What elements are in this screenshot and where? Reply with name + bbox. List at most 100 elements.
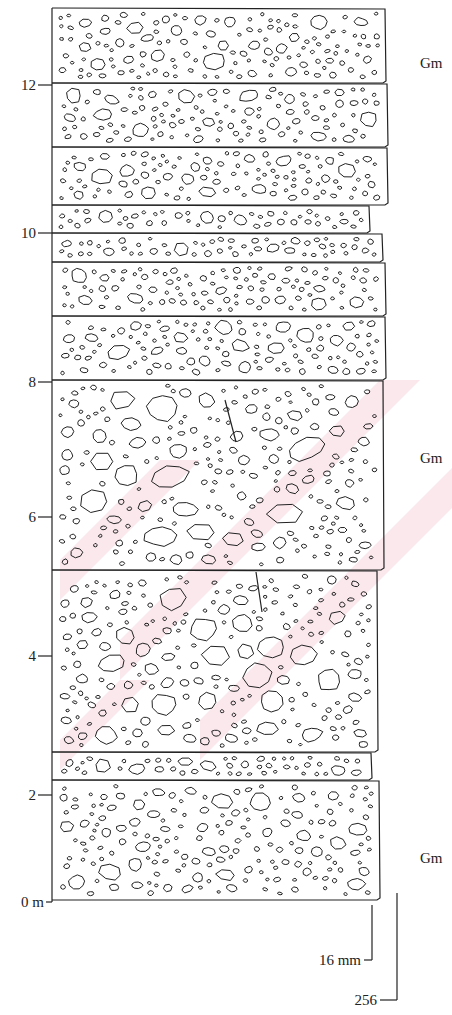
clast <box>339 802 343 805</box>
clast <box>63 787 67 790</box>
clast <box>307 393 311 396</box>
clast <box>292 14 298 17</box>
clast <box>194 136 204 143</box>
clast <box>148 891 154 896</box>
clast <box>341 727 345 730</box>
clast <box>347 663 350 666</box>
clast <box>93 829 96 832</box>
clast <box>331 297 335 300</box>
clast <box>302 544 307 548</box>
clast <box>131 322 142 330</box>
clast <box>68 38 73 42</box>
clast <box>182 864 186 867</box>
clast <box>109 58 113 62</box>
clast <box>336 497 354 510</box>
clast <box>282 362 286 365</box>
clast <box>60 250 65 253</box>
clast <box>252 185 265 194</box>
clast <box>110 851 114 855</box>
clast <box>145 664 158 675</box>
clast <box>153 437 160 444</box>
clasts <box>59 12 380 896</box>
clast <box>130 45 135 48</box>
clast <box>302 574 307 578</box>
clast <box>303 102 308 107</box>
clast <box>205 543 211 548</box>
clast <box>253 224 260 228</box>
clast <box>151 138 155 140</box>
clast <box>188 69 193 73</box>
clast <box>321 516 327 521</box>
clast <box>211 271 215 274</box>
clast <box>232 339 249 351</box>
clast <box>308 620 313 623</box>
clast <box>366 605 371 609</box>
clast <box>314 534 319 537</box>
clast <box>136 643 150 656</box>
clast <box>125 681 134 689</box>
clast <box>349 823 367 835</box>
clast <box>348 68 353 73</box>
clast <box>313 271 318 276</box>
clast <box>367 643 371 646</box>
clast <box>291 708 295 711</box>
clast <box>89 326 94 330</box>
clast <box>73 798 78 801</box>
clast <box>334 51 338 55</box>
clast <box>263 816 267 819</box>
clast <box>216 772 220 775</box>
clast <box>295 279 299 282</box>
clast <box>276 397 281 401</box>
clast <box>180 800 184 803</box>
clast <box>215 591 219 594</box>
clast <box>124 137 131 142</box>
clast <box>264 608 267 611</box>
clast <box>225 17 236 27</box>
clast <box>215 437 220 441</box>
clast <box>259 130 263 134</box>
clast <box>154 872 160 876</box>
clast <box>192 253 196 257</box>
clast <box>338 868 342 873</box>
clast <box>356 53 360 56</box>
clast <box>367 619 370 622</box>
clast <box>199 356 210 366</box>
clast <box>90 385 96 390</box>
clast <box>113 703 117 706</box>
clast <box>366 45 371 48</box>
clast <box>67 88 81 103</box>
clast <box>360 321 364 324</box>
clast <box>152 860 158 864</box>
clast <box>224 105 228 108</box>
clast <box>309 495 313 499</box>
clast <box>265 405 270 409</box>
clast <box>326 708 332 713</box>
clast <box>66 292 69 295</box>
clast <box>368 239 374 244</box>
clast <box>122 247 127 251</box>
clast <box>136 341 140 344</box>
clast <box>303 692 308 696</box>
clast <box>329 611 345 624</box>
clast <box>177 666 181 669</box>
clast <box>353 129 358 133</box>
clast <box>246 133 250 136</box>
clast <box>207 880 211 883</box>
clast <box>99 710 107 716</box>
clast <box>342 652 349 657</box>
clast <box>61 717 72 724</box>
clast <box>313 555 317 558</box>
grain-size-label: 16 mm <box>319 953 361 968</box>
clast <box>215 19 220 23</box>
clast <box>269 454 279 463</box>
clast <box>350 297 364 308</box>
clast <box>351 850 361 855</box>
clast <box>201 738 210 745</box>
clast <box>144 792 147 795</box>
clast <box>305 220 311 224</box>
clast <box>138 501 152 512</box>
clast <box>318 165 322 169</box>
clast <box>308 756 312 759</box>
clast <box>338 528 347 533</box>
clast <box>161 120 165 123</box>
